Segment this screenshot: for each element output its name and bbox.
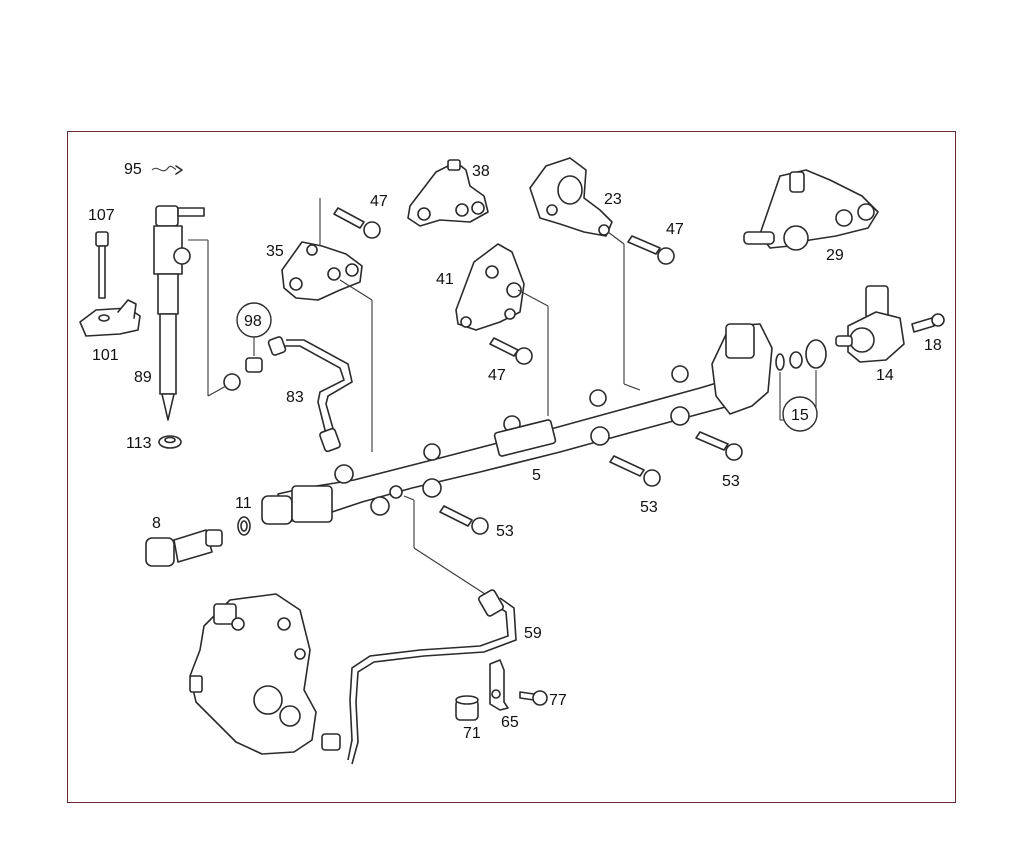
callout-23: 23 — [604, 191, 622, 208]
callout-98: 98 — [244, 313, 262, 330]
callout-77: 77 — [549, 692, 567, 709]
callout-107: 107 — [88, 207, 115, 224]
callout-53b: 53 — [640, 499, 658, 516]
part-47b-bolt[interactable] — [627, 235, 675, 265]
callout-113: 113 — [126, 435, 152, 452]
callout-8: 8 — [152, 515, 161, 532]
callout-11: 11 — [235, 495, 252, 512]
part-29-bracket[interactable] — [743, 169, 879, 251]
part-47c-bolt[interactable] — [489, 337, 533, 365]
part-113-seal[interactable] — [158, 435, 182, 449]
callout-29: 29 — [826, 247, 844, 264]
callout-89: 89 — [134, 369, 152, 386]
part-41-bracket[interactable] — [455, 243, 549, 416]
part-95-clip[interactable] — [151, 165, 183, 175]
callout-38: 38 — [472, 163, 490, 180]
part-77-bolt[interactable] — [519, 690, 548, 706]
part-15-seal-kit[interactable] — [775, 339, 827, 432]
part-83-pipe[interactable] — [267, 336, 353, 453]
callout-41: 41 — [436, 271, 454, 288]
callout-47a: 47 — [370, 193, 388, 210]
part-53c-bolt[interactable] — [695, 431, 743, 461]
callout-53a: 53 — [496, 523, 514, 540]
part-5-fuel-rail[interactable] — [261, 323, 773, 525]
part-47a-bolt[interactable] — [333, 207, 381, 239]
part-65-clip[interactable] — [489, 659, 509, 711]
part-59-pipe[interactable] — [321, 495, 517, 765]
part-53a-bolt[interactable] — [439, 505, 489, 535]
callout-59: 59 — [524, 625, 542, 642]
callout-35: 35 — [266, 243, 284, 260]
callout-71: 71 — [463, 725, 481, 742]
part-23-bracket[interactable] — [529, 157, 641, 391]
callout-14: 14 — [876, 367, 894, 384]
high-pressure-pump[interactable] — [189, 593, 317, 755]
callout-47b: 47 — [666, 221, 684, 238]
part-71-sleeve[interactable] — [455, 695, 479, 721]
part-14-pressure-regulator[interactable] — [835, 285, 905, 363]
part-98-fitting[interactable] — [207, 302, 272, 397]
callout-65: 65 — [501, 714, 519, 731]
part-38-bracket[interactable] — [407, 159, 489, 227]
callout-101: 101 — [92, 347, 119, 364]
part-107-bolt[interactable] — [95, 231, 109, 299]
part-53b-bolt[interactable] — [609, 455, 661, 487]
part-18-bolt[interactable] — [911, 313, 945, 333]
callout-83: 83 — [286, 389, 304, 406]
part-89-injector[interactable] — [153, 205, 209, 421]
part-8-sensor[interactable] — [145, 529, 223, 567]
part-11-seal[interactable] — [237, 516, 251, 536]
callout-53c: 53 — [722, 473, 740, 490]
callout-5: 5 — [532, 467, 541, 484]
part-101-clamp[interactable] — [79, 299, 141, 337]
part-35-bracket[interactable] — [281, 198, 373, 452]
callout-15: 15 — [791, 407, 809, 424]
diagram-frame — [67, 131, 956, 803]
callout-95: 95 — [124, 161, 142, 178]
callout-18: 18 — [924, 337, 942, 354]
callout-47c: 47 — [488, 367, 506, 384]
